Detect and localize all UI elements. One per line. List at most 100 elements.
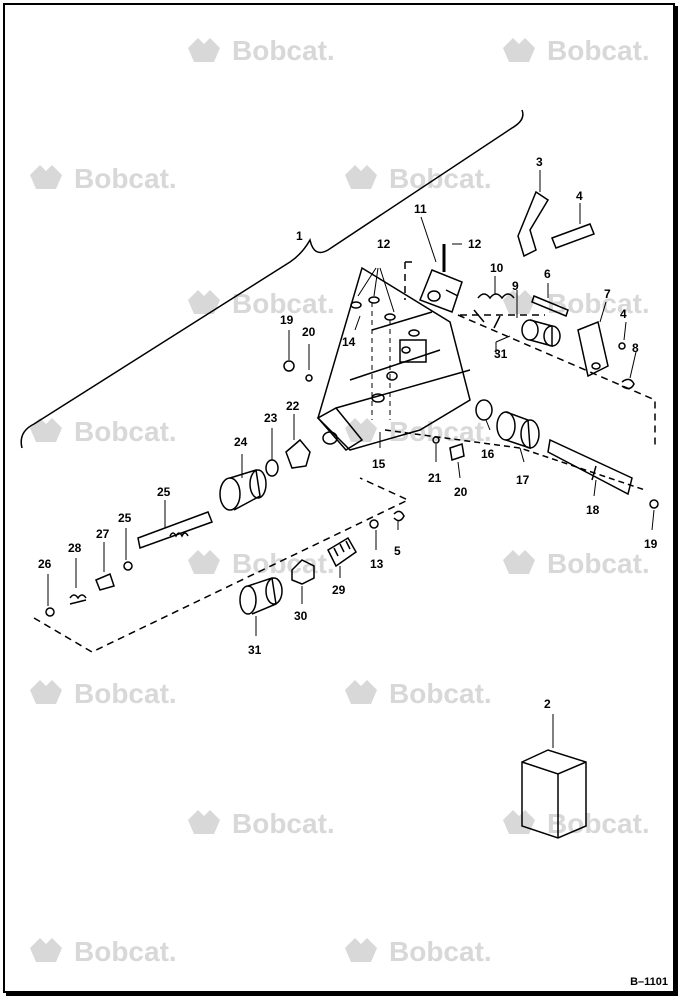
bobcat-logo-icon <box>503 290 535 314</box>
callout: 31 <box>248 643 262 657</box>
part-17-shaft <box>547 438 633 496</box>
bobcat-logo-icon <box>345 418 377 442</box>
part-5-pin <box>531 295 569 317</box>
bobcat-logo-icon <box>345 165 377 189</box>
callout: 25 <box>157 485 171 499</box>
part-15-oring <box>475 399 493 421</box>
assembly-brace <box>20 109 524 449</box>
callout: 20 <box>454 485 468 499</box>
bobcat-logo-icon <box>30 418 62 442</box>
bobcat-logo-icon <box>503 38 535 62</box>
part-6-lever <box>577 320 609 378</box>
callout: 4 <box>620 307 627 321</box>
part-16-spool-housing <box>496 411 540 450</box>
bobcat-logo-icon <box>503 810 535 834</box>
part-8-bushing <box>521 319 561 347</box>
callout: 18 <box>586 503 600 517</box>
callout: 4 <box>576 189 583 203</box>
bobcat-logo-icon <box>345 680 377 704</box>
callout: 24 <box>234 435 248 449</box>
watermark: Bobcat. <box>188 35 335 66</box>
watermark-text: Bobcat. <box>389 936 492 967</box>
watermark-text: Bobcat. <box>232 548 335 579</box>
page-frame <box>3 3 675 993</box>
watermark-text: Bobcat. <box>232 808 335 839</box>
watermark: Bobcat. <box>345 163 492 194</box>
part-27-spring <box>69 594 87 605</box>
bobcat-logo-icon <box>188 550 220 574</box>
callout: 8 <box>632 341 639 355</box>
callout: 3 <box>536 155 543 169</box>
callout: 28 <box>68 541 82 555</box>
callout-layer: 1 3 4 4 5 6 7 8 9 10 11 12 12 13 14 15 1… <box>38 155 658 711</box>
callout: 17 <box>516 473 530 487</box>
dashed-group-lower <box>33 477 410 653</box>
watermark: Bobcat. <box>30 936 177 967</box>
watermark: Bobcat. <box>30 416 177 447</box>
kit-box <box>521 749 587 839</box>
leader-lines <box>47 170 655 748</box>
callout: 6 <box>544 267 551 281</box>
callout: 11 <box>414 202 427 216</box>
part-30-cap <box>239 577 283 615</box>
callout: 14 <box>342 335 356 349</box>
watermark: Bobcat. <box>30 678 177 709</box>
callout: 13 <box>370 557 384 571</box>
part-10-bracket <box>419 269 463 313</box>
bobcat-logo-icon <box>30 165 62 189</box>
part-19-plug <box>283 360 295 372</box>
watermark: Bobcat. <box>188 808 335 839</box>
watermark-text: Bobcat. <box>389 678 492 709</box>
watermark: Bobcat. <box>503 288 650 319</box>
callout: 19 <box>280 313 294 327</box>
part-24-spool <box>137 511 213 550</box>
watermark-layer: Bobcat. Bobcat. Bobcat. Bobcat. Bobcat. … <box>30 35 650 967</box>
watermark: Bobcat. <box>503 548 650 579</box>
callout: 25 <box>118 511 132 525</box>
bobcat-logo-icon <box>30 680 62 704</box>
watermark: Bobcat. <box>345 936 492 967</box>
callout: 12 <box>468 237 482 251</box>
watermark-text: Bobcat. <box>389 163 492 194</box>
part-2-lever <box>517 190 550 258</box>
bobcat-logo-icon <box>188 38 220 62</box>
callout: 1 <box>296 229 303 243</box>
callout: 9 <box>512 279 519 293</box>
callout: 30 <box>294 609 308 623</box>
bobcat-logo-icon <box>188 810 220 834</box>
watermark: Bobcat. <box>503 35 650 66</box>
watermark: Bobcat. <box>345 678 492 709</box>
callout: 16 <box>481 447 495 461</box>
watermark: Bobcat. <box>188 288 335 319</box>
callout: 20 <box>302 325 316 339</box>
part-29-nut <box>291 559 315 585</box>
watermark: Bobcat. <box>345 416 492 447</box>
part-28-spring <box>327 536 357 568</box>
watermark-text: Bobcat. <box>74 163 177 194</box>
watermark-text: Bobcat. <box>74 936 177 967</box>
callout: 5 <box>394 544 401 558</box>
callout: 12 <box>377 237 391 251</box>
watermark-text: Bobcat. <box>74 678 177 709</box>
watermark-text: Bobcat. <box>547 808 650 839</box>
bobcat-logo-icon <box>188 290 220 314</box>
part-21-nut <box>285 438 311 469</box>
callout: 29 <box>332 583 346 597</box>
callout: 31 <box>494 347 508 361</box>
figure-reference: B–1101 <box>630 976 668 988</box>
watermark-text: Bobcat. <box>547 548 650 579</box>
watermark-text: Bobcat. <box>232 288 335 319</box>
callout: 22 <box>286 399 300 413</box>
dashed-link-14 <box>384 429 646 491</box>
callout: 23 <box>264 411 278 425</box>
dashed-group-upper <box>404 261 656 448</box>
valve-body <box>316 266 471 451</box>
callout: 15 <box>372 457 386 471</box>
watermark-text: Bobcat. <box>547 35 650 66</box>
callout: 26 <box>38 557 52 571</box>
part-9-spring <box>473 293 515 329</box>
watermark-text: Bobcat. <box>232 35 335 66</box>
bobcat-logo-icon <box>30 938 62 962</box>
callout: 2 <box>544 697 551 711</box>
